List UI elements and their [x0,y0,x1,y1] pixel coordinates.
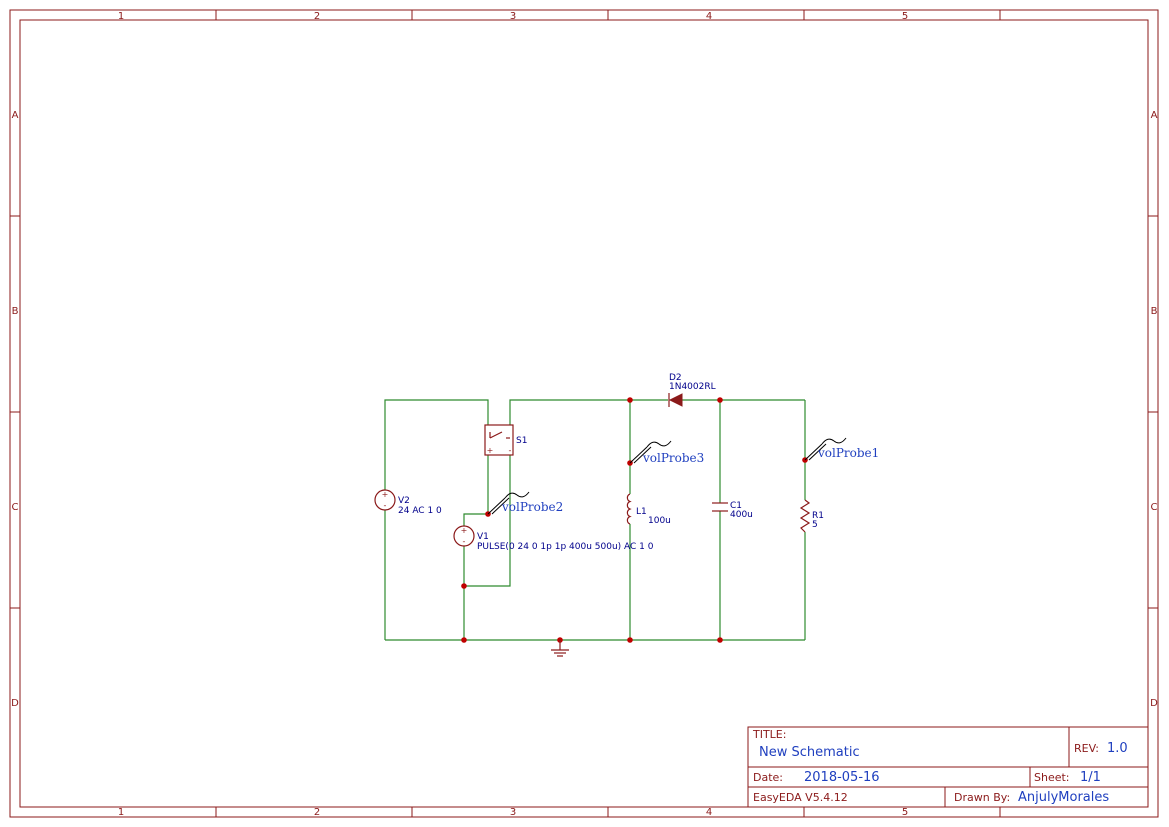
drawn-by-key: Drawn By: [954,791,1010,804]
zone-col-2-bottom: 2 [314,807,320,818]
s1-ref: S1 [516,436,527,446]
voltage-source-icon [374,489,396,511]
voltage-probe-icon [804,437,847,461]
svg-text:-: - [509,446,512,455]
svg-text:+: + [382,490,389,499]
rev-key: REV: [1074,742,1099,755]
schematic-title[interactable]: New Schematic [759,745,860,760]
sheet-value[interactable]: 1/1 [1080,770,1101,785]
tool-version: EasyEDA V5.4.12 [753,791,848,804]
zone-row-c-right: C [1151,502,1158,513]
voltage-probe-1[interactable]: volProbe1 [804,437,879,461]
svg-text:+: + [461,526,468,535]
voltage-probe-3[interactable]: volProbe3 [629,440,704,465]
junction-dot [627,397,633,403]
svg-text:+: + [487,446,494,455]
voltage-source-v1[interactable]: + - V1 PULSE(0 24 0 1p 1p 400u 500u) AC … [453,525,654,552]
c1-ref: C1 [730,501,742,511]
voltage-source-icon [453,525,475,547]
switch-icon [484,424,514,456]
voltage-probe-2[interactable]: volProbe2 [487,491,563,515]
zone-col-1-top: 1 [118,11,124,22]
wires [384,399,806,641]
zone-row-d-right: D [1150,698,1158,709]
zone-col-4-top: 4 [706,11,712,22]
l1-ref: L1 [636,507,647,517]
rev-value[interactable]: 1.0 [1107,741,1128,756]
zone-col-1-bottom: 1 [118,807,124,818]
diode-icon [668,393,683,407]
title-block: TITLE: New Schematic REV: 1.0 Date: 2018… [747,726,1149,808]
wire-v1-top[interactable] [463,513,488,526]
switch-s1[interactable]: + - S1 [484,424,527,456]
zone-col-5-top: 5 [902,11,908,22]
drawn-by-value[interactable]: AnjulyMorales [1018,790,1109,805]
junction-dot [717,637,723,643]
d2-value: 1N4002RL [669,382,716,392]
wire-s1-top[interactable] [509,399,630,425]
zone-col-3-top: 3 [510,11,516,22]
svg-text:-: - [463,537,466,546]
v1-ref: V1 [477,532,489,542]
zone-col-4-bottom: 4 [706,807,712,818]
probe-2-label: volProbe2 [501,500,563,514]
date-key: Date: [753,771,783,784]
v2-ref: V2 [398,496,410,506]
c1-value: 400u [730,510,753,520]
inductor-icon [626,493,632,525]
zone-row-c-left: C [12,502,19,513]
diode-d2[interactable]: D2 1N4002RL [668,373,716,407]
voltage-probe-icon [629,440,672,464]
wire-v2-top[interactable] [384,399,489,490]
svg-text:-: - [384,501,387,510]
r1-ref: R1 [812,511,824,521]
resistor-r1[interactable]: R1 5 [799,499,824,533]
capacitor-c1[interactable]: C1 400u [712,501,753,520]
sheet-key: Sheet: [1034,771,1070,784]
zone-col-2-top: 2 [314,11,320,22]
ground-icon[interactable] [551,640,569,657]
v1-value: PULSE(0 24 0 1p 1p 400u 500u) AC 1 0 [477,542,654,552]
wire-s1-right-pin[interactable] [464,455,511,587]
title-key: TITLE: [752,728,786,741]
zone-row-a-right: A [1151,110,1158,121]
r1-value: 5 [812,520,818,530]
junction-dot [717,397,723,403]
capacitor-icon [712,502,728,512]
v2-value: 24 AC 1 0 [398,506,442,516]
junctions [461,397,808,643]
voltage-source-v2[interactable]: + - V2 24 AC 1 0 [374,489,442,516]
probe-1-label: volProbe1 [817,446,879,460]
zone-col-5-bottom: 5 [902,807,908,818]
junction-dot [461,637,467,643]
voltage-probe-icon [487,491,530,515]
resistor-icon [799,499,811,533]
date-value[interactable]: 2018-05-16 [804,770,880,785]
zone-row-b-right: B [1151,306,1158,317]
zone-row-b-left: B [12,306,19,317]
probe-3-label: volProbe3 [642,451,704,465]
zone-col-3-bottom: 3 [510,807,516,818]
zone-row-a-left: A [12,110,19,121]
zone-row-d-left: D [11,698,19,709]
junction-dot [461,583,467,589]
sheet-frame: 1 2 3 4 5 1 2 3 4 5 A B C D A B C D [9,9,1159,818]
inductor-l1[interactable]: L1 100u [626,493,671,526]
d2-ref: D2 [669,373,682,383]
l1-value: 100u [648,516,671,526]
junction-dot [627,637,633,643]
